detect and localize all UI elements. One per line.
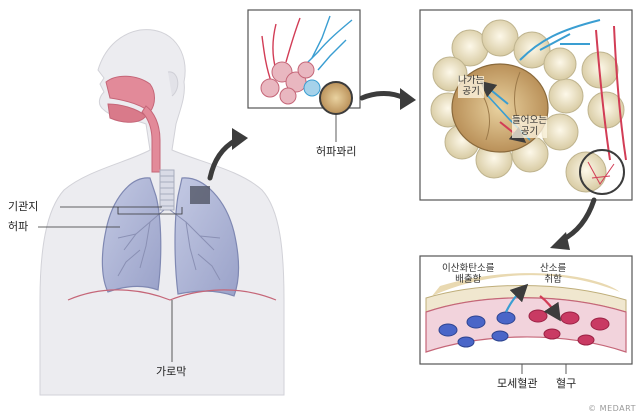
trachea	[159, 169, 175, 211]
blood-cells	[438, 309, 610, 348]
alveolar-clusters-small	[260, 61, 321, 105]
alveolus-lumen	[432, 273, 620, 296]
panel-alveoli	[419, 9, 633, 201]
exchange-arrows	[505, 283, 561, 322]
panel-gas-exchange	[419, 255, 633, 365]
arrow-to-panel-2	[359, 91, 407, 101]
alveoli-zoom-circle	[319, 81, 353, 115]
copyright-credit: © MEDART	[588, 404, 636, 413]
arrow-head-1	[232, 128, 248, 150]
arrow-to-panel-3	[559, 197, 597, 243]
co2-release-label: 이산화탄소를 배출함	[442, 263, 495, 285]
blood-cell-label: 혈구	[556, 377, 577, 390]
o2-arrow	[539, 295, 561, 322]
capillary-net-small	[587, 161, 615, 185]
bronchus-leader	[60, 206, 183, 215]
capillary-zoom-circle	[579, 149, 625, 195]
nasal-cavity	[105, 75, 155, 113]
upper-airway	[105, 75, 161, 173]
diaphragm-label: 가로막	[156, 365, 187, 378]
lung-label: 허파	[8, 220, 29, 233]
air-in-label: 들어오는 공기	[512, 115, 547, 138]
air-out-label: 나가는 공기	[458, 75, 485, 98]
panel-bronchioles	[247, 9, 361, 115]
alveoli-cluster-label: 허파꽈리	[316, 145, 357, 158]
o2-intake-label: 산소를 취함	[540, 263, 567, 285]
arrow-head-3	[550, 232, 570, 250]
co2-arrow	[505, 283, 529, 313]
arrow-head-2	[400, 88, 416, 110]
capillary-label: 모세혈관	[497, 377, 538, 390]
bronchus-label: 기관지	[8, 200, 39, 213]
ear	[167, 71, 179, 97]
arrow-heads	[232, 88, 570, 250]
bronchial-tree	[117, 209, 221, 281]
diaphragm-line	[67, 289, 277, 301]
lungs	[101, 177, 240, 297]
alveoli-sacs	[430, 19, 625, 193]
highlight-square	[190, 186, 210, 204]
pharynx	[141, 105, 161, 173]
